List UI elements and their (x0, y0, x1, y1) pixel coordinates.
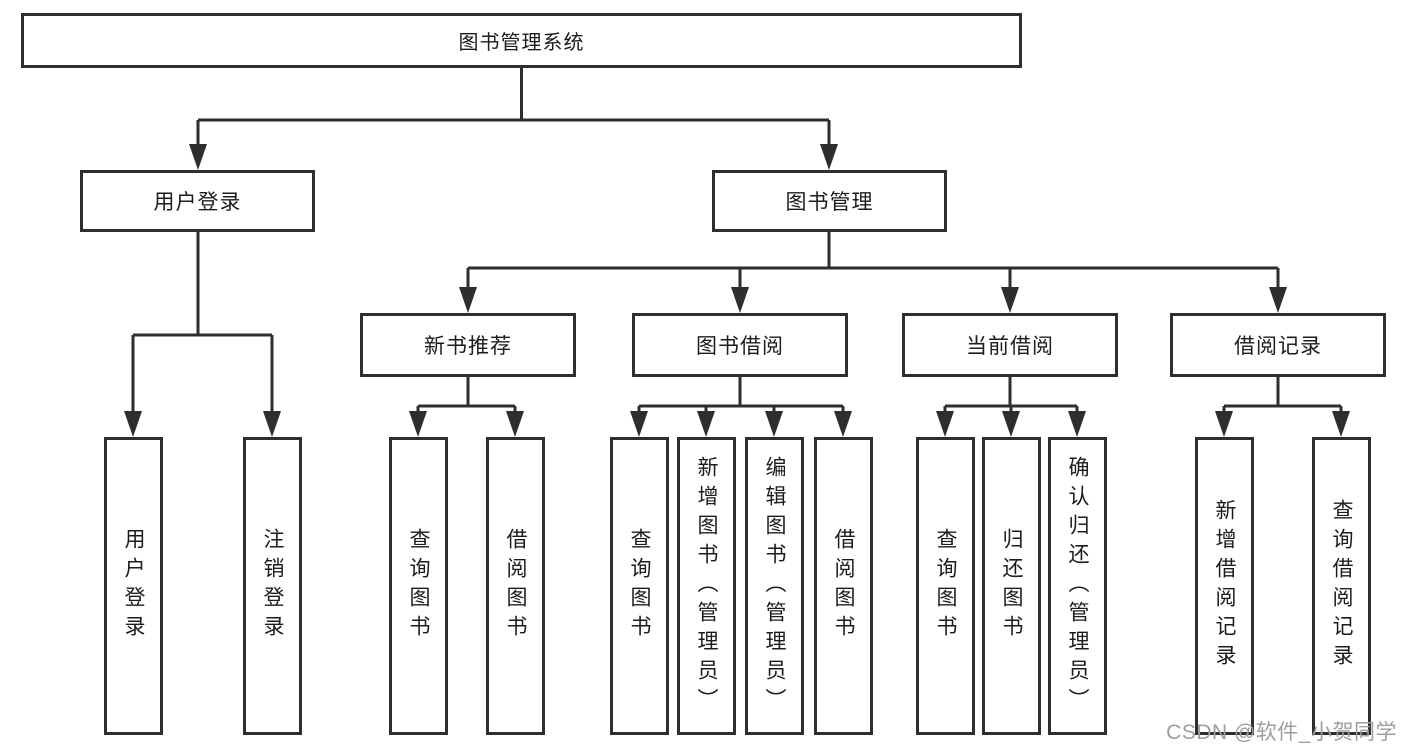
node-borrow-records: 借阅记录 (1170, 313, 1386, 377)
leaf-user-login: 用户登录 (104, 437, 163, 735)
leaf-logout: 注销登录 (243, 437, 302, 735)
node-label: 查询图书 (407, 528, 430, 644)
node-label: 图书借阅 (696, 335, 784, 358)
node-label: 图书管理系统 (458, 32, 585, 54)
leaf-current-confirm-return-admin: 确认归还（管理员） (1048, 437, 1107, 735)
node-label: 查询图书 (934, 528, 957, 644)
edge-mgmt-to-level3 (466, 232, 1280, 289)
arrow-down-icon (731, 287, 749, 313)
node-label: 确认归还（管理员） (1066, 455, 1089, 717)
edge-root-to-level2 (196, 68, 831, 146)
node-label: 当前借阅 (966, 335, 1054, 358)
node-label: 注销登录 (261, 528, 284, 644)
edge-records-to-leaves (1222, 377, 1343, 414)
arrow-down-icon (1002, 411, 1020, 437)
arrow-down-icon (1332, 411, 1350, 437)
node-label: 编辑图书（管理员） (763, 455, 786, 717)
edge-borrow-to-leaves (637, 377, 845, 414)
node-label: 图书管理 (785, 191, 874, 214)
arrow-down-icon (263, 411, 281, 437)
node-label: 借阅图书 (504, 528, 527, 644)
arrow-down-icon (189, 144, 207, 170)
edge-newbook-to-leaves (416, 377, 517, 414)
arrow-down-icon (1068, 411, 1086, 437)
node-label: 查询图书 (628, 528, 651, 644)
leaf-records-query-record: 查询借阅记录 (1312, 437, 1371, 735)
node-book-borrowing: 图书借阅 (632, 313, 848, 377)
arrow-down-icon (630, 411, 648, 437)
csdn-watermark: CSDN @软件_小贺同学 (1166, 721, 1397, 744)
node-label: 新增借阅记录 (1213, 499, 1236, 673)
node-label: 归还图书 (1000, 528, 1023, 644)
arrow-down-icon (409, 411, 427, 437)
node-label: 新增图书（管理员） (695, 455, 718, 717)
node-label: 借阅图书 (832, 528, 855, 644)
arrow-down-icon (124, 411, 142, 437)
node-label: 借阅记录 (1234, 335, 1322, 358)
node-label: 新书推荐 (424, 335, 512, 358)
arrow-down-icon (820, 144, 838, 170)
arrow-down-icon (1269, 287, 1287, 313)
node-system-root: 图书管理系统 (21, 13, 1022, 68)
node-current-borrowing: 当前借阅 (902, 313, 1118, 377)
arrow-down-icon (459, 287, 477, 313)
leaf-borrow-query-books: 查询图书 (610, 437, 669, 735)
leaf-newbook-borrow-books: 借阅图书 (486, 437, 545, 735)
node-book-management: 图书管理 (712, 170, 947, 232)
leaf-borrow-borrow-books: 借阅图书 (814, 437, 873, 735)
leaf-borrow-add-books-admin: 新增图书（管理员） (677, 437, 736, 735)
leaf-current-query-books: 查询图书 (916, 437, 975, 735)
edge-current-to-leaves (943, 377, 1079, 414)
node-new-book-recommend: 新书推荐 (360, 313, 576, 377)
arrow-down-icon (506, 411, 524, 437)
leaf-records-add-record: 新增借阅记录 (1195, 437, 1254, 735)
arrow-down-icon (834, 411, 852, 437)
arrow-down-icon (765, 411, 783, 437)
leaf-newbook-query-books: 查询图书 (389, 437, 448, 735)
leaf-borrow-edit-books-admin: 编辑图书（管理员） (745, 437, 804, 735)
node-label: 用户登录 (122, 528, 145, 644)
node-user-login: 用户登录 (80, 170, 315, 232)
node-label: 用户登录 (153, 191, 242, 214)
arrow-down-icon (936, 411, 954, 437)
edge-login-to-leaves (131, 232, 274, 413)
arrow-down-icon (697, 411, 715, 437)
leaf-current-return-books: 归还图书 (982, 437, 1041, 735)
arrow-down-icon (1215, 411, 1233, 437)
arrow-down-icon (1001, 287, 1019, 313)
node-label: 查询借阅记录 (1330, 499, 1353, 673)
